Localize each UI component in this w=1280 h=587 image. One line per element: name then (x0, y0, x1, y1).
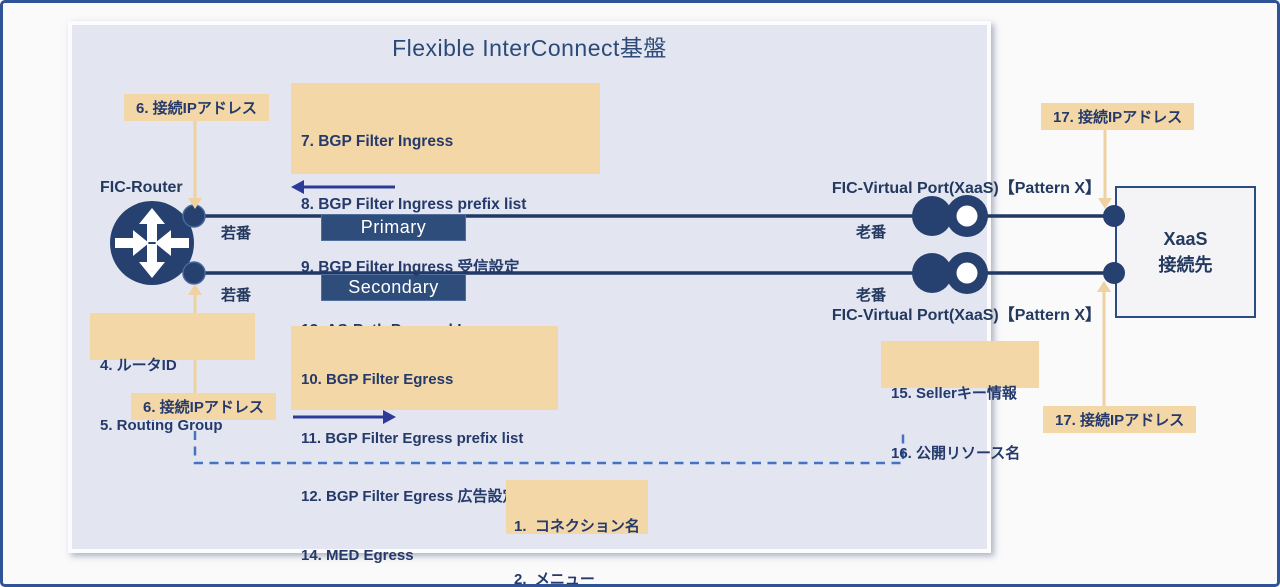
fic-router-label: FIC-Router (100, 179, 183, 196)
arrowhead-right-icon (383, 410, 396, 424)
primary-link-badge: Primary (321, 214, 466, 241)
seller-info-box: 15. Sellerキー情報 16. 公開リソース名 (881, 341, 1039, 462)
arrowhead-down-icon (1098, 198, 1112, 209)
seller-info-line: 16. 公開リソース名 (891, 445, 1021, 462)
bgp-egress-line: 10. BGP Filter Egress (301, 371, 454, 388)
xaas-destination-box: XaaS 接続先 (1115, 186, 1256, 318)
connection-dashed-path (193, 431, 905, 465)
router-settings-line: 4. ルータID (100, 357, 177, 374)
virtual-port-label-lower: FIC-Virtual Port(XaaS)【Pattern X】 (831, 307, 1101, 324)
router-settings-line: 5. Routing Group (100, 417, 223, 434)
router-port-dot-lower (182, 261, 206, 285)
port-label-young-upper: 若番 (221, 225, 252, 242)
bgp-egress-box: 10. BGP Filter Egress 11. BGP Filter Egr… (291, 326, 558, 564)
connection-settings-line: 2. メニュー (514, 570, 595, 587)
secondary-link-badge: Secondary (321, 274, 466, 301)
label-layer: Flexible InterConnect基盤 FIC-Router 若番 若番… (3, 3, 1277, 584)
bgp-egress-line: 11. BGP Filter Egress prefix list (301, 429, 524, 447)
arrowhead-up-icon (1097, 281, 1111, 292)
xaas-port-dot-upper (1103, 205, 1125, 227)
ip-address-label-right-top: 17. 接続IPアドレス (1041, 103, 1195, 130)
bgp-ingress-line: 8. BGP Filter Ingress prefix list (301, 196, 527, 213)
ip-address-label-right-bottom: 17. 接続IPアドレス (1043, 406, 1197, 433)
seller-info-line: 15. Sellerキー情報 (891, 385, 1017, 402)
connection-settings-line: 1. コネクション名 (514, 518, 640, 535)
ip-address-label-left-top: 6. 接続IPアドレス (124, 94, 269, 121)
bgp-direction-arrows (291, 180, 396, 424)
router-settings-box: 4. ルータID 5. Routing Group (90, 313, 255, 434)
bgp-ingress-box: 7. BGP Filter Ingress 8. BGP Filter Ingr… (291, 83, 600, 339)
router-icon (110, 201, 194, 285)
port-label-old-lower: 老番 (856, 287, 887, 304)
xaas-port-dot-lower (1103, 262, 1125, 284)
xaas-line1: XaaS (1163, 228, 1208, 249)
ip-address-label-left-bottom: 6. 接続IPアドレス (131, 393, 276, 420)
tan-arrowheads (188, 198, 1112, 295)
virtual-port-icon-lower (912, 252, 988, 294)
xaas-line2: 接続先 (1158, 255, 1213, 275)
virtual-port-label-upper: FIC-Virtual Port(XaaS)【Pattern X】 (831, 180, 1101, 197)
arrowhead-left-icon (291, 180, 304, 194)
arrowhead-down-icon (188, 198, 202, 209)
port-label-young-lower: 若番 (221, 287, 252, 304)
bgp-egress-line: 12. BGP Filter Egress 広告設定 (301, 488, 518, 505)
diagram-title: Flexible InterConnect基盤 (392, 35, 667, 61)
arrowhead-up-icon (188, 284, 202, 295)
bgp-egress-line: 14. MED Egress (301, 546, 414, 564)
tan-connectors (193, 120, 1107, 406)
bgp-ingress-line: 9. BGP Filter Ingress 受信設定 (301, 259, 520, 276)
port-label-old-upper: 老番 (856, 224, 887, 241)
connection-settings-box: 1. コネクション名 2. メニュー 3. 接続帯域 (506, 480, 648, 584)
bgp-ingress-line: 7. BGP Filter Ingress (301, 133, 454, 150)
virtual-port-icon-upper (912, 195, 988, 237)
connector-layer (110, 120, 1125, 465)
